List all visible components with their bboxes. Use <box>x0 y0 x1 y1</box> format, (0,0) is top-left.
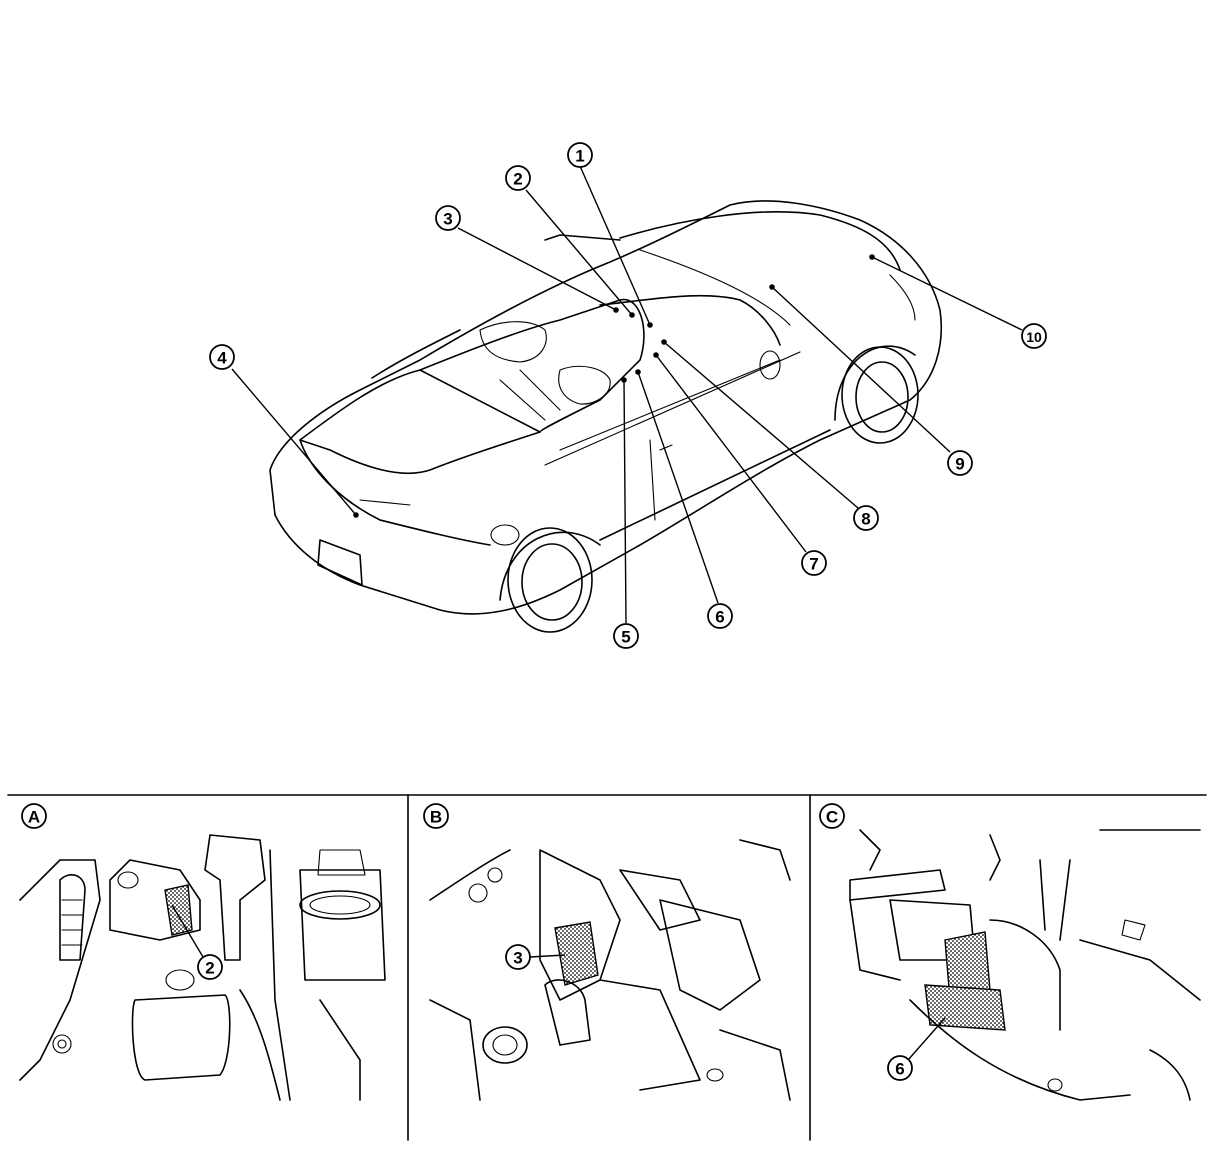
callout-3: 3 <box>435 205 461 231</box>
svg-text:6: 6 <box>715 608 724 627</box>
callout-6: 6 <box>707 603 733 629</box>
svg-text:8: 8 <box>861 510 870 529</box>
main-leader-lines <box>231 165 1023 624</box>
svg-text:9: 9 <box>955 455 964 474</box>
svg-text:1: 1 <box>575 147 584 166</box>
panel-c-callout-6: 6 <box>887 1055 913 1081</box>
svg-text:3: 3 <box>513 949 522 968</box>
detail-panel-b: B 3 <box>423 803 791 1101</box>
detail-panel-frame <box>7 794 1207 1141</box>
panel-c-letter: C <box>819 803 845 829</box>
svg-text:6: 6 <box>895 1060 904 1079</box>
callout-4: 4 <box>209 344 235 370</box>
svg-text:2: 2 <box>513 170 522 189</box>
detail-panel-c: C 6 <box>819 803 1201 1101</box>
svg-text:C: C <box>826 808 838 827</box>
panel-a-callout-2: 2 <box>197 954 223 980</box>
svg-text:2: 2 <box>205 959 214 978</box>
callout-9: 9 <box>947 450 973 476</box>
svg-text:10: 10 <box>1026 329 1042 345</box>
panel-a-letter: A <box>21 803 47 829</box>
svg-text:7: 7 <box>809 555 818 574</box>
detail-panel-a: A 2 <box>19 803 386 1101</box>
callout-2: 2 <box>505 165 531 191</box>
callout-7: 7 <box>801 550 827 576</box>
panel-b-letter: B <box>423 803 449 829</box>
panel-b-callout-3: 3 <box>505 944 531 970</box>
callout-1: 1 <box>567 142 593 168</box>
car-illustration <box>269 200 943 633</box>
callout-10: 10 <box>1021 323 1047 349</box>
callout-5: 5 <box>613 623 639 649</box>
svg-text:3: 3 <box>443 210 452 229</box>
callout-8: 8 <box>853 505 879 531</box>
svg-text:A: A <box>28 808 40 827</box>
svg-text:4: 4 <box>217 349 227 368</box>
svg-text:5: 5 <box>621 628 630 647</box>
svg-text:B: B <box>430 808 442 827</box>
